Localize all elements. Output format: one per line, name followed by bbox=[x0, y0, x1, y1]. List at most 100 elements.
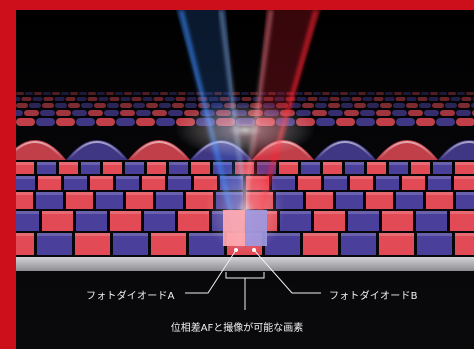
caption: 位相差AFと撮像が可能な画素 bbox=[170, 323, 304, 334]
color-filter-block bbox=[103, 162, 122, 174]
photodiode-b-label: フォトダイオードB bbox=[329, 291, 418, 302]
block-top-face bbox=[16, 233, 34, 236]
far-lens bbox=[107, 103, 119, 108]
far-lens bbox=[277, 92, 285, 95]
far-lens bbox=[412, 92, 420, 95]
microlens-highlight bbox=[317, 141, 373, 159]
block-top-face bbox=[213, 162, 232, 165]
block-top-face bbox=[37, 233, 72, 236]
color-filter-block bbox=[303, 233, 338, 255]
block-top-face bbox=[37, 162, 56, 165]
block-top-face bbox=[142, 176, 165, 179]
far-lens bbox=[186, 97, 197, 101]
far-lens bbox=[313, 92, 321, 95]
block-top-face bbox=[81, 162, 100, 165]
block-top-face bbox=[402, 176, 425, 179]
color-filter-block bbox=[279, 162, 298, 174]
microlens-highlight bbox=[69, 141, 125, 159]
block-top-face bbox=[341, 233, 376, 236]
far-lens bbox=[396, 118, 415, 126]
color-filter-block bbox=[76, 211, 107, 231]
block-top-face bbox=[16, 162, 34, 165]
color-filter-block bbox=[367, 162, 386, 174]
color-filter-block bbox=[16, 192, 33, 209]
far-lens bbox=[142, 97, 153, 101]
block-top-face bbox=[189, 233, 224, 236]
color-filter-block bbox=[416, 211, 447, 231]
far-lens bbox=[471, 103, 474, 108]
color-filter-block bbox=[81, 162, 100, 174]
sensor-base bbox=[16, 257, 474, 271]
color-filter-block bbox=[411, 162, 430, 174]
far-lens bbox=[159, 103, 171, 108]
far-lens bbox=[109, 97, 120, 101]
far-lens bbox=[421, 92, 429, 95]
far-lens bbox=[373, 97, 384, 101]
color-filter-block bbox=[110, 211, 141, 231]
far-lens bbox=[104, 110, 119, 116]
color-filter-block bbox=[178, 211, 209, 231]
far-lens bbox=[16, 110, 23, 116]
microlens-highlight bbox=[131, 141, 187, 159]
far-lens bbox=[151, 92, 159, 95]
far-lens bbox=[223, 92, 231, 95]
color-filter-block bbox=[168, 176, 191, 190]
color-filter-block bbox=[125, 162, 144, 174]
color-filter-block bbox=[341, 233, 376, 255]
far-lens bbox=[450, 97, 461, 101]
far-lens bbox=[356, 118, 375, 126]
color-filter-block bbox=[366, 192, 393, 209]
far-lens bbox=[241, 97, 252, 101]
color-filter-block bbox=[456, 192, 474, 209]
far-lens bbox=[70, 92, 78, 95]
far-lens bbox=[232, 92, 240, 95]
block-top-face bbox=[76, 211, 107, 214]
microlens-highlight bbox=[16, 141, 63, 159]
block-top-face bbox=[66, 192, 93, 195]
annotation-lines bbox=[185, 248, 321, 310]
block-top-face bbox=[455, 162, 474, 165]
block-top-face bbox=[279, 162, 298, 165]
far-lens bbox=[214, 92, 222, 95]
color-filter-block bbox=[455, 162, 474, 174]
far-lens bbox=[354, 103, 366, 108]
far-lens bbox=[436, 118, 455, 126]
far-lens bbox=[250, 92, 258, 95]
far-lens bbox=[419, 103, 431, 108]
far-lens bbox=[79, 92, 87, 95]
far-lens bbox=[25, 92, 33, 95]
block-top-face bbox=[324, 176, 347, 179]
color-filter-block bbox=[324, 176, 347, 190]
block-top-face bbox=[96, 192, 123, 195]
color-filter-block bbox=[126, 192, 153, 209]
photodiode-b-leader bbox=[253, 249, 321, 294]
far-lens bbox=[153, 97, 164, 101]
color-filter-block bbox=[96, 192, 123, 209]
block-top-face bbox=[147, 162, 166, 165]
far-lens bbox=[136, 118, 155, 126]
far-lens bbox=[417, 97, 428, 101]
block-top-face bbox=[156, 192, 183, 195]
far-lens bbox=[54, 97, 65, 101]
far-lens bbox=[21, 97, 32, 101]
far-lens bbox=[360, 110, 375, 116]
far-lens bbox=[448, 92, 456, 95]
block-top-face bbox=[90, 176, 113, 179]
block-top-face bbox=[144, 211, 175, 214]
far-lens bbox=[175, 97, 186, 101]
lens-glow bbox=[175, 102, 315, 158]
block-top-face bbox=[367, 162, 386, 165]
block-top-face bbox=[314, 211, 345, 214]
far-lens bbox=[295, 92, 303, 95]
block-top-face bbox=[113, 233, 148, 236]
far-lens bbox=[393, 103, 405, 108]
color-filter-block bbox=[151, 233, 186, 255]
color-filter-block bbox=[389, 162, 408, 174]
far-lens bbox=[43, 92, 51, 95]
color-filter-block bbox=[382, 211, 413, 231]
far-lens bbox=[56, 118, 75, 126]
far-lens bbox=[340, 92, 348, 95]
far-lens bbox=[322, 92, 330, 95]
block-top-face bbox=[110, 211, 141, 214]
far-lens bbox=[136, 110, 151, 116]
